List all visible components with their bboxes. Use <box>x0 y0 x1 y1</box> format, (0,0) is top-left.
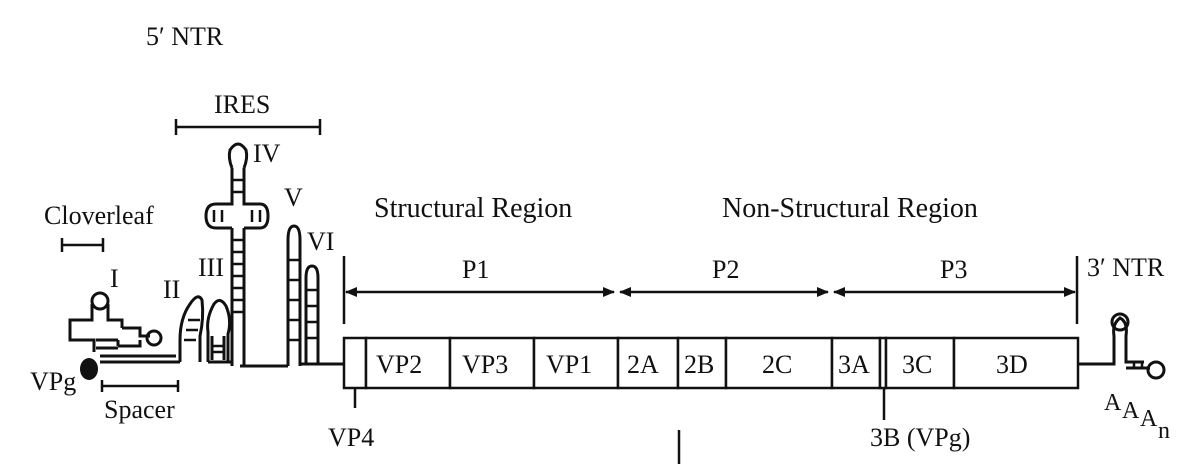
stem-loop-iv <box>204 142 270 366</box>
polya-a1: A <box>1104 390 1122 416</box>
stem-loop-vi-label: VI <box>307 227 334 256</box>
p1-label: P1 <box>462 255 489 284</box>
vpg-dot <box>80 358 98 380</box>
segment-label-vp1: VP1 <box>546 350 592 379</box>
segment-label-2c: 2C <box>762 350 792 379</box>
stem-loop-ii-label: II <box>163 275 180 304</box>
ntr3-label: 3′ NTR <box>1087 253 1165 282</box>
ntr3-structure <box>1078 312 1166 380</box>
cloverleaf-bracket <box>60 238 105 252</box>
cloverleaf-structure <box>68 291 176 358</box>
polya-a3: A <box>1140 406 1158 432</box>
ires-label: IRES <box>214 90 270 119</box>
segment-box-vp3 <box>448 336 536 390</box>
segment-box-3d <box>952 336 1080 390</box>
segment-box-3c <box>884 336 956 390</box>
nonstructural-region-label: Non-Structural Region <box>722 193 978 224</box>
segment-label-3d: 3D <box>996 350 1028 379</box>
segment-label-3a: 3A <box>838 350 870 379</box>
polyprotein-boxes <box>342 336 1080 390</box>
stem-loop-iii <box>206 299 232 362</box>
cloverleaf-label: Cloverleaf <box>44 201 154 230</box>
segment-box-vp1 <box>532 336 620 390</box>
b3-label: 3B (VPg) <box>870 423 970 452</box>
vpg-label: VPg <box>30 367 76 396</box>
segment-label-vp2: VP2 <box>376 350 422 379</box>
stem-loop-ii <box>178 295 205 362</box>
stem-loop-vi <box>304 264 320 364</box>
stem-loop-iii-label: III <box>198 253 224 282</box>
p2-label: P2 <box>712 255 739 284</box>
vp4-box <box>342 336 368 390</box>
ires-bracket <box>174 119 322 135</box>
segment-box-2c <box>724 336 834 390</box>
ntr5-label: 5′ NTR <box>146 22 224 51</box>
stem-loop-v-label: V <box>284 183 303 212</box>
stem-loop-i-label: I <box>110 264 119 293</box>
rna-backbone-5prime <box>100 360 344 368</box>
segment-box-vp2 <box>364 336 452 390</box>
polya-a2: A <box>1122 398 1140 424</box>
vp4-label: VP4 <box>328 423 374 452</box>
segment-label-2b: 2B <box>684 350 714 379</box>
stem-loop-v <box>286 224 302 366</box>
stem-loop-iv-label: IV <box>253 139 281 168</box>
segment-box-3a <box>830 336 882 390</box>
spacer-bracket <box>100 380 180 392</box>
segment-label-vp3: VP3 <box>462 350 508 379</box>
spacer-label: Spacer <box>104 395 175 424</box>
segment-label-2a: 2A <box>627 350 659 379</box>
structural-region-label: Structural Region <box>374 193 572 224</box>
segment-label-3c: 3C <box>902 350 932 379</box>
p3-label: P3 <box>940 255 967 284</box>
polya-n: n <box>1158 418 1170 444</box>
segment-box-2b <box>676 336 728 390</box>
